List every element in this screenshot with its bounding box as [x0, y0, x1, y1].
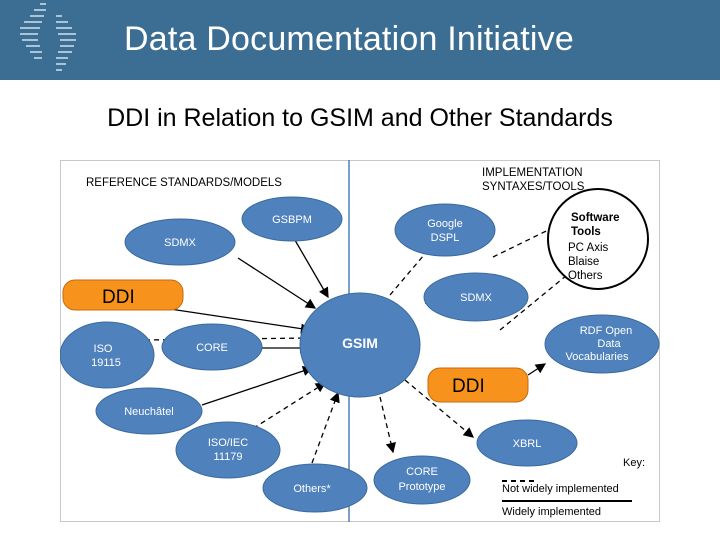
slide-header: Data Documentation Initiative [0, 0, 720, 80]
label-others: Others* [293, 483, 331, 495]
software-tools-item-3: Others [568, 270, 603, 282]
label-sdmx-left: SDMX [164, 237, 196, 249]
node-xbrl [476, 419, 578, 467]
node-sdmx-right [423, 272, 529, 322]
label-rdf-line3: Vocabularies [566, 351, 629, 363]
label-gsbpm: GSBPM [272, 214, 312, 226]
label-core-prototype-line2: Prototype [398, 481, 445, 493]
node-isoiec [175, 421, 281, 479]
ddi-label-left: DDI [102, 287, 135, 308]
connector-neuchatel [201, 365, 314, 406]
label-xbrl: XBRL [513, 438, 542, 450]
software-tools-item-2: Blaise [568, 256, 599, 268]
connector-rdf [527, 363, 547, 376]
node-core [161, 323, 263, 371]
node-sdmx-left [124, 218, 236, 266]
label-isoiec-line1: ISO/IEC [208, 437, 248, 449]
connector-gsbpm [291, 234, 329, 299]
left-heading: REFERENCE STANDARDS/MODELS [86, 177, 282, 189]
node-neuchatel [95, 387, 203, 435]
label-google-line2: DSPL [431, 232, 460, 244]
slide-title: DDI in Relation to GSIM and Other Standa… [107, 104, 613, 132]
label-isoiec-line2: 11179 [214, 451, 243, 463]
gsim-relation-diagram: REFERENCE STANDARDS/MODELS IMPLEMENTATIO… [60, 160, 660, 522]
label-google-line1: Google [427, 218, 462, 230]
node-google-dspl [394, 203, 496, 257]
node-gsbpm [241, 196, 343, 242]
key-solid-text: Widely implemented [502, 506, 601, 518]
right-heading-line2: SYNTAXES/TOOLS [482, 181, 585, 193]
label-core: CORE [196, 342, 228, 354]
connector-sdmx-left [237, 257, 317, 309]
node-gsim [299, 292, 421, 398]
label-iso19115-line1: ISO [94, 343, 113, 355]
connector-core-prototype [379, 396, 396, 454]
label-gsim: GSIM [342, 335, 378, 351]
label-sdmx-right: SDMX [460, 292, 492, 304]
connector-isoiec [237, 382, 327, 439]
software-tools-item-1: PC Axis [568, 242, 609, 254]
software-tools-title-line2: Tools [571, 226, 601, 238]
header-title: Data Documentation Initiative [124, 20, 574, 58]
label-core-prototype-line1: CORE [406, 466, 438, 478]
node-core-prototype [373, 455, 471, 505]
right-heading-line1: IMPLEMENTATION [482, 167, 583, 179]
label-rdf-line2: Data [597, 338, 621, 350]
software-tools-title-line1: Software [571, 212, 620, 224]
connector-ddi-left [149, 305, 312, 334]
label-iso19115-line2: 19115 [91, 357, 121, 369]
connector-others [311, 391, 340, 464]
ddi-label-right: DDI [452, 376, 485, 397]
ddi-box-right [427, 367, 529, 403]
node-rdf [544, 314, 660, 374]
label-neuchatel: Neuchâtel [124, 406, 174, 418]
key-label: Key: [623, 457, 645, 469]
header-decorative-pattern [20, 3, 76, 71]
key-dashed-text: Not widely implemented [502, 483, 619, 495]
node-others [262, 463, 368, 513]
connector-xbrl [404, 379, 474, 438]
node-iso19115 [60, 321, 155, 389]
connector-software-tools [499, 247, 602, 331]
software-tools-circle [547, 188, 649, 290]
label-rdf-line1: RDF Open [580, 325, 633, 337]
ddi-box-left [62, 279, 184, 311]
